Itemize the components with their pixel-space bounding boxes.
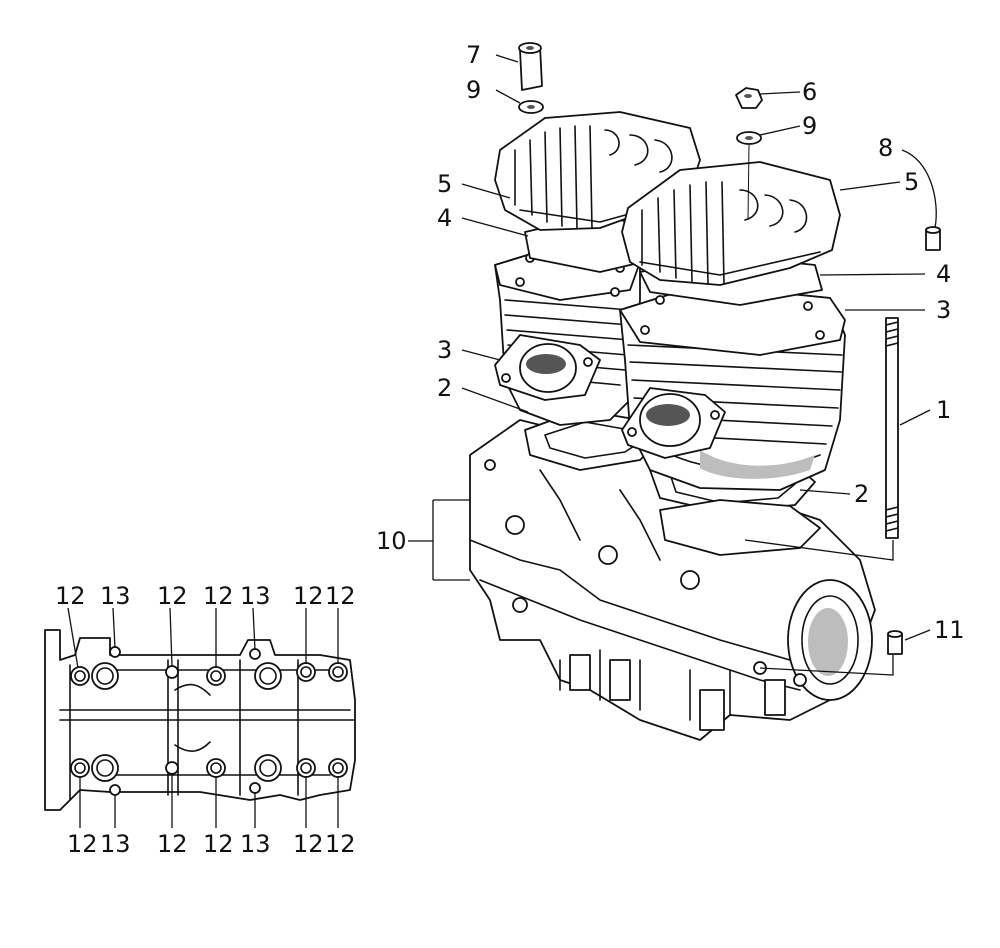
callout-7: 7 xyxy=(466,41,481,69)
inset-bottom-callout-1: 12 xyxy=(67,830,98,858)
callout-8: 8 xyxy=(878,134,893,162)
callout-1: 1 xyxy=(936,396,951,424)
callout-4-rear: 4 xyxy=(437,204,452,232)
spark-plug-adapter-part xyxy=(518,42,543,91)
callout-11: 11 xyxy=(934,616,965,644)
crankcase-bolt-pattern-inset: 12 13 12 12 13 12 12 12 13 12 12 13 12 1… xyxy=(44,582,356,858)
dowel-pin-part-8 xyxy=(925,226,941,251)
engine-assembly xyxy=(469,42,941,741)
leader-lines xyxy=(408,54,937,676)
inset-top-callout-7: 12 xyxy=(325,582,356,610)
inset-top-callout-2: 13 xyxy=(100,582,131,610)
callout-2-front: 2 xyxy=(854,480,869,508)
callout-4-front: 4 xyxy=(936,260,951,288)
inset-callouts-top: 12 13 12 12 13 12 12 xyxy=(55,582,356,610)
inset-bottom-callout-2: 13 xyxy=(100,830,131,858)
inset-callouts-bottom: 12 13 12 12 13 12 12 xyxy=(67,830,356,858)
washer-part-9-front xyxy=(736,131,762,145)
callout-5-front: 5 xyxy=(904,168,919,196)
inset-top-callout-1: 12 xyxy=(55,582,86,610)
callout-9-rear: 9 xyxy=(466,76,481,104)
nut-part-6 xyxy=(735,87,763,109)
inset-leaders xyxy=(67,607,339,828)
callout-3-rear: 3 xyxy=(437,336,452,364)
main-callouts: 7 9 6 9 8 5 5 4 4 3 3 3 2 2 1 10 11 xyxy=(376,41,965,644)
front-cylinder-part xyxy=(619,284,846,491)
callout-10: 10 xyxy=(376,527,407,555)
inset-bolts-top xyxy=(70,646,348,690)
inset-bottom-callout-4: 12 xyxy=(203,830,234,858)
inset-top-callout-3: 12 xyxy=(157,582,188,610)
exhaust-flange-front xyxy=(621,387,726,459)
stud-part-1 xyxy=(885,317,899,539)
exhaust-flange-rear xyxy=(494,334,601,401)
dowel-pin-part-11 xyxy=(887,630,903,655)
callout-9-front: 9 xyxy=(802,112,817,140)
front-cylinder-head-part xyxy=(621,161,841,286)
inset-bottom-callout-5: 13 xyxy=(240,830,271,858)
inset-bottom-callout-7: 12 xyxy=(325,830,356,858)
callout-6: 6 xyxy=(802,78,817,106)
inset-bottom-callout-6: 12 xyxy=(293,830,324,858)
inset-top-callout-6: 12 xyxy=(293,582,324,610)
callout-5-rear: 5 xyxy=(437,170,452,198)
washer-part-9-rear xyxy=(518,100,544,114)
inset-bottom-callout-3: 12 xyxy=(157,830,188,858)
inset-top-callout-5: 13 xyxy=(240,582,271,610)
callout-3-front: 3 xyxy=(936,296,951,324)
callout-2-rear: 2 xyxy=(437,374,452,402)
inset-top-callout-4: 12 xyxy=(203,582,234,610)
